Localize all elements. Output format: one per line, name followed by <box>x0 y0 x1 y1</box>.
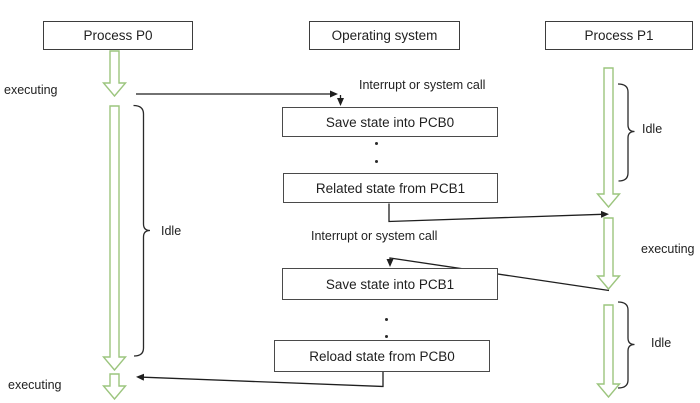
resume-arrow-os-to-p1 <box>388 203 609 223</box>
reload-state-pcb0-box: Reload state from PCB0 <box>274 340 490 372</box>
p1-idle-brace-top <box>617 83 635 182</box>
related-state-pcb1-box: Related state from PCB1 <box>283 173 498 203</box>
p0-idle-brace <box>133 104 151 357</box>
ellipsis-dot: . <box>385 318 388 321</box>
p0-executing-label-top: executing <box>4 83 58 97</box>
p1-idle-arrow-top <box>595 67 622 209</box>
p0-executing-arrow-top <box>101 50 128 98</box>
p0-idle-arrow <box>101 105 128 372</box>
p1-idle-label-top: Idle <box>642 122 663 136</box>
ellipsis-dot: . <box>375 142 378 145</box>
save-state-pcb1-box: Save state into PCB1 <box>282 268 498 300</box>
ellipsis-dot: . <box>375 160 378 163</box>
interrupt-arrow-p1-to-save-pcb1 <box>386 257 610 292</box>
resume-arrow-os-to-p0 <box>136 372 384 388</box>
process-p1-box: Process P1 <box>545 21 693 50</box>
interrupt-label-top: Interrupt or system call <box>359 78 486 92</box>
p1-executing-arrow <box>595 217 622 291</box>
p1-executing-label: executing <box>641 242 695 256</box>
p0-executing-arrow-bottom <box>101 373 128 401</box>
interrupt-label-mid: Interrupt or system call <box>311 229 438 243</box>
ellipsis-dot: . <box>385 335 388 338</box>
p0-idle-label: Idle <box>161 224 182 238</box>
p1-idle-brace-bottom <box>617 301 635 389</box>
operating-system-box: Operating system <box>309 21 460 50</box>
process-p0-box: Process P0 <box>43 21 193 50</box>
p1-idle-label-bottom: Idle <box>651 336 672 350</box>
p1-idle-arrow-bottom <box>595 304 622 399</box>
p0-executing-label-bottom: executing <box>8 378 62 392</box>
save-state-pcb0-box: Save state into PCB0 <box>282 107 498 137</box>
